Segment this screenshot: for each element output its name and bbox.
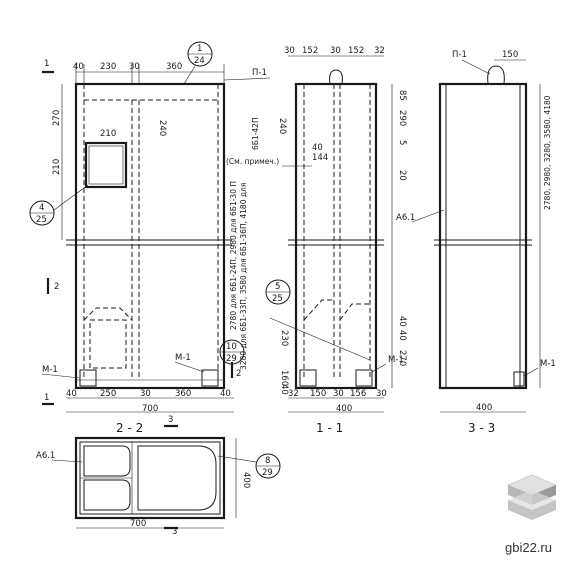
plan-cell-bottom-left bbox=[83, 479, 131, 511]
callout-5-25-top: 5 bbox=[275, 282, 280, 292]
dim-side-bottom2-1: 150 bbox=[310, 389, 326, 399]
plan-cell-top-left bbox=[83, 445, 131, 477]
dim-side-bottom-3: 156 bbox=[350, 389, 366, 399]
watermark-text: gbi22.ru bbox=[505, 540, 552, 555]
plan-outline bbox=[74, 436, 226, 520]
dim-side-top-3: 152 bbox=[348, 46, 364, 56]
callout-5-25: 5 25 bbox=[265, 279, 291, 305]
dim-side-top-2: 30 bbox=[330, 46, 341, 56]
front-view: 40 230 30 360 1 1 270 210 210 240 2 2 40… bbox=[41, 59, 312, 414]
view-title-3-3: 3 - 3 bbox=[468, 421, 495, 435]
dim-side-top-0: 30 bbox=[284, 46, 295, 56]
callout-8-29: 8 29 bbox=[217, 453, 281, 479]
label-ab1-a: А6.1 bbox=[396, 213, 415, 223]
callout-4-25-bottom: 25 bbox=[36, 215, 47, 225]
callout-8-29-bottom: 29 bbox=[262, 468, 273, 478]
dim-side-inner-0: 240 bbox=[277, 118, 287, 134]
dim-side-left-1: 160 bbox=[279, 370, 289, 386]
section-mark-2a: 2 bbox=[54, 282, 59, 292]
callout-4-25-top: 4 bbox=[39, 203, 44, 213]
label-p1-b: П-1 bbox=[452, 50, 467, 60]
lifting-loop-icon bbox=[329, 69, 343, 85]
dim-side-right-4: 40 bbox=[397, 316, 407, 327]
label-p1-a: П-1 bbox=[252, 68, 267, 78]
dim-front-top-1: 230 bbox=[100, 62, 116, 72]
dim-side-bottom-2: 30 bbox=[333, 389, 344, 399]
dim-front-bottom-2: 30 bbox=[140, 389, 151, 399]
dim-side-total: 400 bbox=[336, 404, 352, 414]
callout-1-24-bottom: 24 bbox=[194, 56, 205, 66]
label-m1-side: М-1 bbox=[388, 355, 404, 365]
dim-front-left-1: 210 bbox=[52, 159, 62, 175]
section-3-3: 150 П-1 2780, 2980, 3280, 3580, 4180 А6.… bbox=[396, 50, 556, 435]
callout-4-25: 4 25 bbox=[29, 184, 89, 226]
callout-10-29-top: 10 bbox=[226, 342, 237, 352]
section-1-1-outline bbox=[294, 82, 378, 390]
dim-side-right-0: 85 bbox=[397, 90, 407, 101]
front-outline bbox=[74, 82, 226, 390]
dim-front-inner-1: 210 bbox=[100, 129, 116, 139]
watermark-logo-icon bbox=[506, 474, 558, 520]
dim-plan-total: 700 bbox=[130, 519, 146, 529]
plan-view: А6.1 400 700 3 bbox=[36, 436, 251, 537]
plan-cell-right bbox=[137, 445, 217, 511]
dim-side-right-3: 20 bbox=[397, 170, 407, 181]
label-m1-center: М-1 bbox=[175, 353, 191, 363]
label-ab1-b: А6.1 bbox=[36, 451, 55, 461]
dim-side-right-6: 270 bbox=[397, 350, 407, 366]
dim-side-bottom-4: 30 bbox=[376, 389, 387, 399]
lifting-loop-icon-2 bbox=[487, 65, 505, 85]
front-window bbox=[84, 141, 128, 189]
section-3-3-outline bbox=[438, 82, 528, 390]
vertical-note-3: 6Б1-42П bbox=[251, 117, 260, 150]
dim-front-top-0: 40 bbox=[73, 62, 84, 72]
dim-side-inner-2: 144 bbox=[312, 153, 328, 163]
callout-10-29-bottom: 29 bbox=[226, 354, 237, 364]
dim-side-right-2: 5 bbox=[397, 140, 407, 145]
dim-front-inner-0: 240 bbox=[157, 120, 167, 136]
section-mark-1a: 1 bbox=[44, 59, 49, 69]
see-note-label: (См. примеч.) bbox=[226, 157, 279, 166]
callout-10-29: 10 29 bbox=[219, 339, 245, 365]
view-title-2-2: 2 - 2 bbox=[116, 421, 143, 435]
dim-front-bottom-3: 360 bbox=[175, 389, 191, 399]
callout-5-25-bottom: 25 bbox=[272, 294, 283, 304]
dim-front-left-0: 270 bbox=[52, 110, 62, 126]
dim-side-top-4: 32 bbox=[374, 46, 385, 56]
vertical-right-note: 2780, 2980, 3280, 3580, 4180 bbox=[543, 95, 552, 210]
dim-front-top-2: 30 bbox=[129, 62, 140, 72]
dim-side-top-1: 152 bbox=[302, 46, 318, 56]
dim-side-left-2: 230 bbox=[279, 330, 289, 346]
dim-side-right-1: 290 bbox=[397, 110, 407, 126]
view-title-1-1: 1 - 1 bbox=[316, 421, 343, 435]
callout-8-29-top: 8 bbox=[265, 456, 270, 466]
section-mark-3b: 3 bbox=[172, 527, 177, 537]
dim-side-left-0: 40 bbox=[279, 384, 289, 395]
dim-side-inner-1: 40 bbox=[312, 143, 323, 153]
vertical-note-2: 3280 для 6Б1-33П, 3580 для 6Б1-36П, 4180… bbox=[239, 183, 248, 370]
label-m1-left: М-1 bbox=[42, 365, 58, 375]
dim-front-bottom-4: 40 bbox=[220, 389, 231, 399]
section-mark-3a: 3 bbox=[168, 415, 173, 425]
dim-right-total: 400 bbox=[476, 403, 492, 413]
dim-front-bottom-1: 250 bbox=[100, 389, 116, 399]
dim-side-right-5: 40 bbox=[397, 330, 407, 341]
dim-side-bottom2-0: 32 bbox=[288, 389, 299, 399]
dim-front-total: 700 bbox=[142, 404, 158, 414]
dim-front-top-3: 360 bbox=[166, 62, 182, 72]
dim-plan-height: 400 bbox=[241, 472, 251, 488]
section-1-1: 30 152 30 152 32 85 290 5 20 40 40 270 2… bbox=[269, 46, 407, 435]
callout-1-24: 1 24 bbox=[183, 41, 213, 85]
section-mark-2b: 2 bbox=[236, 369, 241, 379]
dim-front-bottom-0: 40 bbox=[66, 389, 77, 399]
section-mark-1b: 1 bbox=[44, 393, 49, 403]
vertical-note-1: 2780 для 6Б1-24П, 2980 для 6Б1-30 П bbox=[229, 181, 238, 330]
dim-right-top: 150 bbox=[502, 50, 518, 60]
label-m1-side2: М-1 bbox=[540, 359, 556, 369]
callout-1-24-top: 1 bbox=[197, 44, 202, 54]
